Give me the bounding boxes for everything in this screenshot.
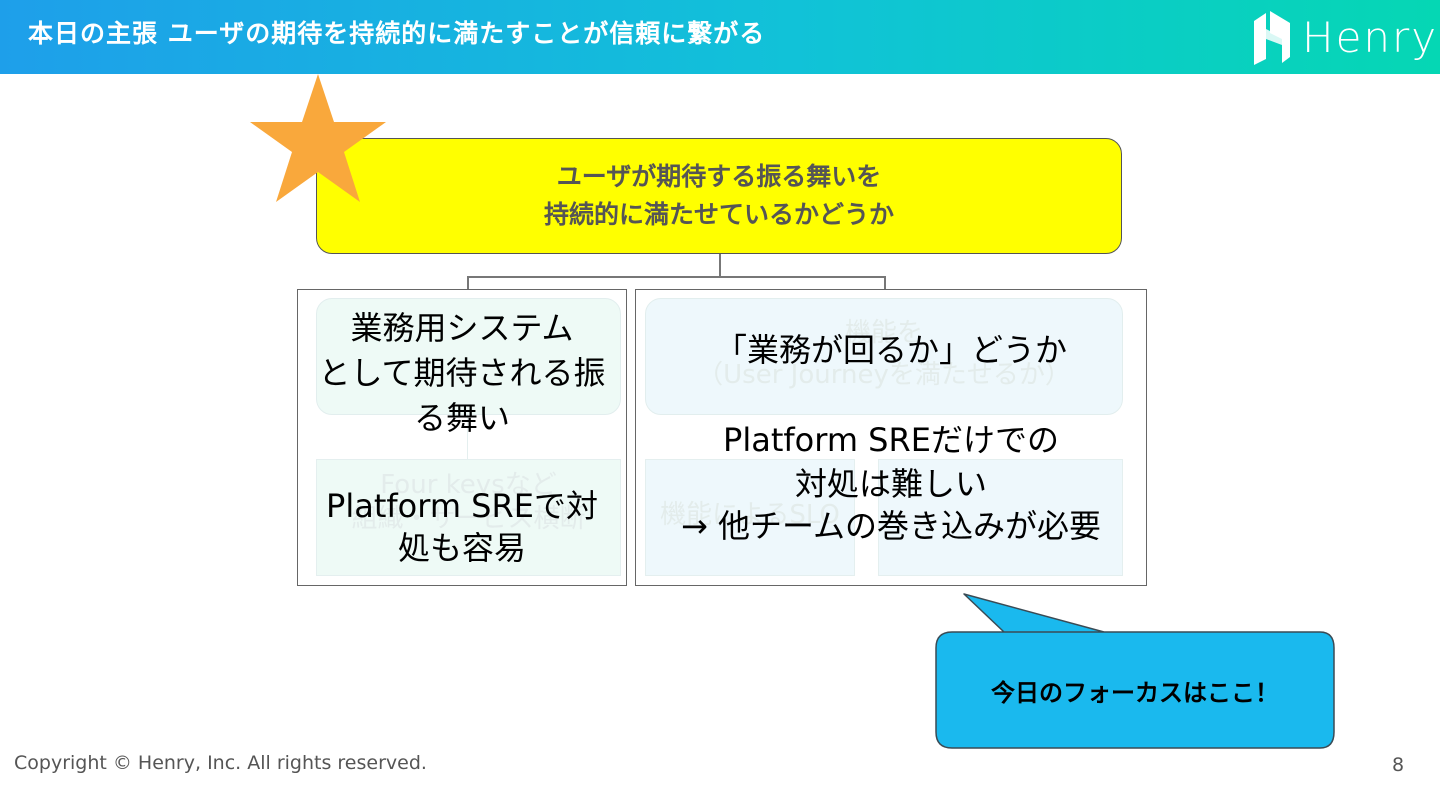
left-title-line-2: として期待される振 — [318, 354, 606, 392]
left-ghost-line-1: Four keysなど — [380, 470, 557, 500]
connector-vertical — [719, 254, 721, 276]
left-title-line-1: 業務用システム — [350, 309, 574, 347]
right-ghost-line-3: 機能によるSLO — [660, 500, 840, 530]
right-faded-rect-1 — [645, 459, 855, 576]
right-title: 「業務が回るか」どうか — [714, 331, 1067, 369]
right-faded-rect-2 — [878, 459, 1123, 576]
left-faded-arrow — [467, 415, 468, 459]
connector-left — [467, 276, 469, 290]
right-bottom-line-1: Platform SREだけでの — [723, 421, 1059, 459]
left-faded-pill — [316, 298, 621, 415]
left-title-line-3: る舞い — [413, 399, 510, 437]
left-faded-rect — [316, 459, 621, 576]
copyright-text: Copyright © Henry, Inc. All rights reser… — [14, 752, 427, 774]
henry-logo-icon — [1254, 11, 1290, 65]
page-number: 8 — [1392, 754, 1405, 776]
left-bottom-line-1: Platform SREで対 — [326, 487, 598, 525]
expected-behavior-box: ユーザが期待する振る舞いを 持続的に満たせているかどうか — [316, 138, 1122, 254]
henry-logo-text: Henry — [1302, 12, 1439, 62]
right-ghost-line-2: （User Journeyを満たせるか） — [697, 360, 1071, 390]
connector-horizontal — [467, 276, 885, 278]
henry-logo: Henry — [1252, 6, 1438, 68]
focus-callout-text: 今日のフォーカスはここ！ — [991, 678, 1279, 707]
connector-right — [884, 276, 886, 290]
slide-title: 本日の主張 ユーザの期待を持続的に満たすことが信頼に繋がる — [28, 19, 766, 48]
speech-bubble — [935, 593, 1335, 749]
right-bottom-line-3: → 他チームの巻き込みが必要 — [680, 507, 1102, 545]
left-ghost-line-2: 組織・サービス横断 — [351, 504, 586, 534]
expected-behavior-line-1: ユーザが期待する振る舞いを — [556, 162, 882, 191]
right-bottom-line-2: 対処は難しい — [794, 465, 987, 503]
slide-header: 本日の主張 ユーザの期待を持続的に満たすことが信頼に繋がる Henry — [0, 0, 1440, 74]
star-icon — [250, 74, 386, 202]
right-faded-pill — [645, 298, 1123, 415]
right-ghost-line-1: 機能を — [844, 318, 923, 348]
expected-behavior-line-2: 持続的に満たせているかどうか — [543, 200, 894, 229]
left-bottom-line-2: 処も容易 — [397, 529, 526, 567]
